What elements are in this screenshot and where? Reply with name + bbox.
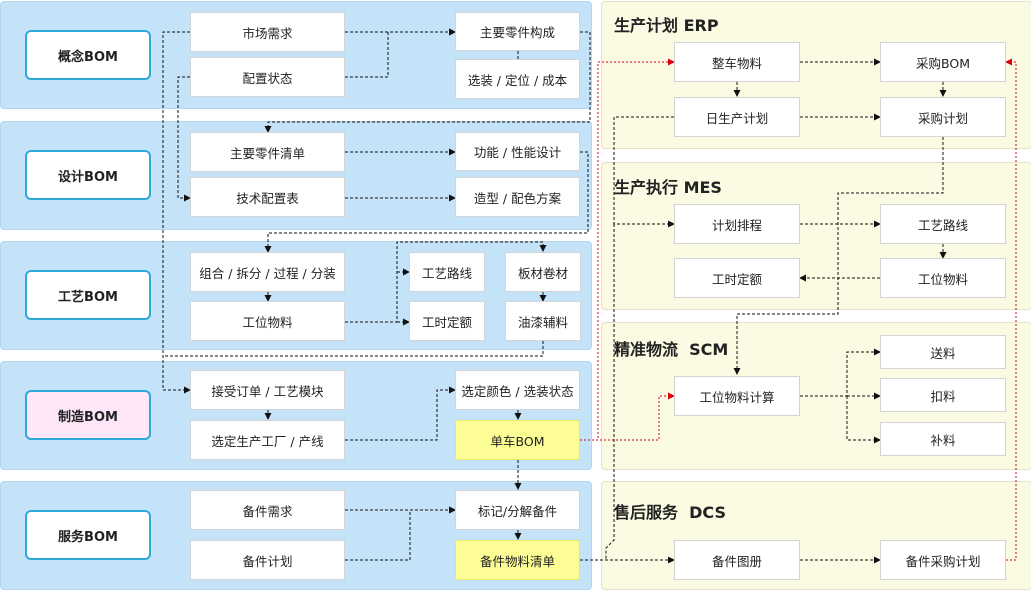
sheet-coil-box: 板材卷材 bbox=[505, 252, 581, 292]
concept-bom-label: 概念BOM bbox=[25, 30, 151, 80]
scm-title: 精准物流 SCM bbox=[614, 340, 729, 359]
mes-station-material-box: 工位物料 bbox=[880, 258, 1006, 298]
mes-time-box: 工时定额 bbox=[674, 258, 800, 298]
design-bom-label: 设计BOM bbox=[25, 150, 151, 200]
mark-spare-box: 标记/分解备件 bbox=[455, 490, 580, 530]
schedule-box: 计划排程 bbox=[674, 204, 800, 244]
spare-plan-box: 备件计划 bbox=[190, 540, 345, 580]
parts-list-box: 主要零件清单 bbox=[190, 132, 345, 172]
single-vehicle-bom-box: 单车BOM bbox=[455, 420, 580, 460]
mes-route-box: 工艺路线 bbox=[880, 204, 1006, 244]
config-state-box: 配置状态 bbox=[190, 57, 345, 97]
market-demand-box: 市场需求 bbox=[190, 12, 345, 52]
options-box: 选装 / 定位 / 成本 bbox=[455, 59, 580, 99]
paint-box: 油漆辅料 bbox=[505, 301, 581, 341]
spare-material-list-box: 备件物料清单 bbox=[455, 540, 580, 580]
styling-box: 造型 / 配色方案 bbox=[455, 177, 580, 217]
vehicle-material-box: 整车物料 bbox=[674, 42, 800, 82]
spare-purchase-plan-box: 备件采购计划 bbox=[880, 540, 1006, 580]
dcs-title: 售后服务 DCS bbox=[614, 503, 726, 522]
erp-title: 生产计划 ERP bbox=[614, 16, 719, 35]
mes-title: 生产执行 MES bbox=[614, 178, 722, 197]
function-design-box: 功能 / 性能设计 bbox=[455, 132, 580, 171]
process-route-box: 工艺路线 bbox=[409, 252, 485, 292]
deduct-box: 扣料 bbox=[880, 378, 1006, 412]
order-box: 接受订单 / 工艺模块 bbox=[190, 370, 345, 410]
daily-plan-box: 日生产计划 bbox=[674, 97, 800, 137]
spare-demand-box: 备件需求 bbox=[190, 490, 345, 530]
service-bom-label: 服务BOM bbox=[25, 510, 151, 560]
replenish-box: 补料 bbox=[880, 422, 1006, 456]
station-material-box: 工位物料 bbox=[190, 301, 345, 341]
spare-catalog-box: 备件图册 bbox=[674, 540, 800, 580]
plant-box: 选定生产工厂 / 产线 bbox=[190, 420, 345, 460]
deliver-box: 送料 bbox=[880, 335, 1006, 369]
purchase-plan-box: 采购计划 bbox=[880, 97, 1006, 137]
station-calc-box: 工位物料计算 bbox=[674, 376, 800, 416]
manufacture-bom-label: 制造BOM bbox=[25, 390, 151, 440]
color-option-box: 选定颜色 / 选装状态 bbox=[455, 370, 580, 410]
labor-time-box: 工时定额 bbox=[409, 301, 485, 341]
main-parts-box: 主要零件构成 bbox=[455, 12, 580, 51]
purchase-bom-box: 采购BOM bbox=[880, 42, 1006, 82]
tech-config-box: 技术配置表 bbox=[190, 177, 345, 217]
assembly-box: 组合 / 拆分 / 过程 / 分装 bbox=[190, 252, 345, 292]
process-bom-label: 工艺BOM bbox=[25, 270, 151, 320]
